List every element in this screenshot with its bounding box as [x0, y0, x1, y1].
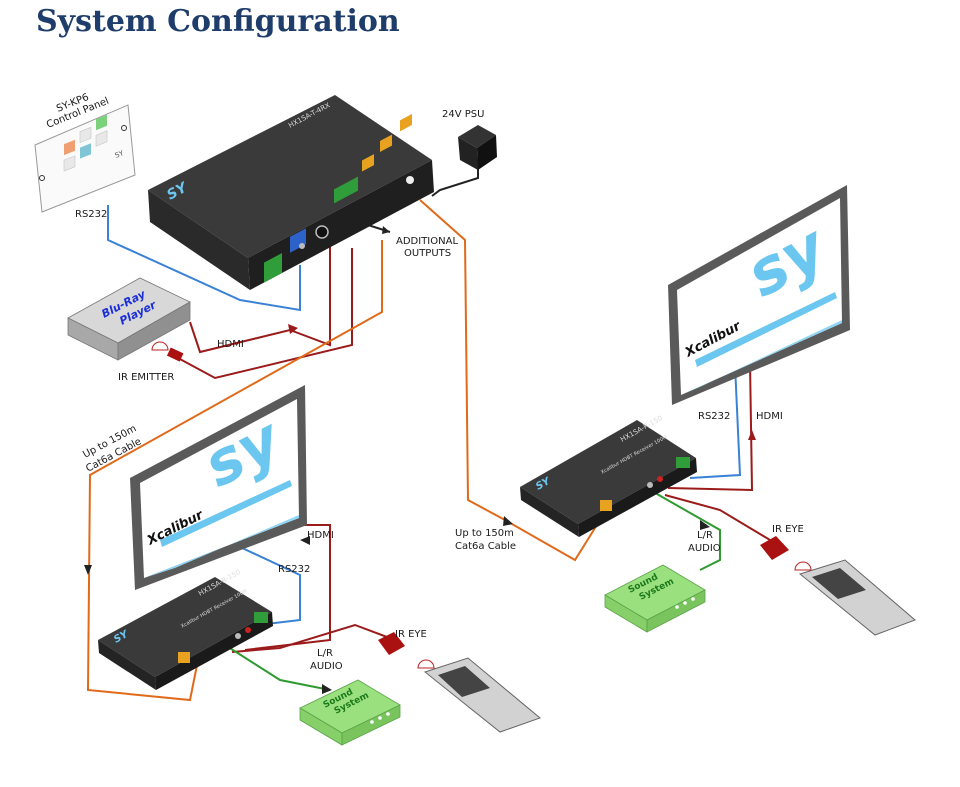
ir-eye-left-label: IR EYE — [395, 629, 427, 640]
lr-left-label-2: AUDIO — [310, 661, 343, 672]
audio-cable-left — [224, 644, 331, 691]
psu-label: 24V PSU — [442, 109, 484, 120]
sound-system-icon-left — [299, 679, 401, 746]
remote-control-icon-left — [417, 657, 541, 733]
ir-eye-icon-right — [760, 536, 789, 560]
cat6a-cable-right — [419, 199, 601, 562]
arrow-cat6-left — [84, 565, 92, 575]
rs232-left-label: RS232 — [278, 564, 310, 575]
hdbt-receiver-icon-left — [98, 577, 273, 690]
hdmi-bluray-label: HDMI — [217, 339, 244, 350]
sound-system-icon-right — [604, 564, 706, 633]
arrow-audio-left — [322, 684, 332, 694]
arrow-hdmi-right — [748, 430, 756, 440]
cat6a-cable-left — [86, 240, 383, 702]
ir-eye-right-label: IR EYE — [772, 524, 804, 535]
rs232-top-label: RS232 — [75, 209, 107, 220]
power-supply-icon — [458, 125, 497, 170]
cable-right-label-1: Up to 150m — [455, 528, 514, 539]
control-panel-sy: SY — [114, 149, 126, 160]
arrow-audio-right — [700, 520, 710, 530]
lr-right-label-1: L/R — [697, 530, 713, 541]
ir-emitter-label: IR EMITTER — [118, 372, 174, 383]
rs232-right-label: RS232 — [698, 411, 730, 422]
ir-emitter-icon — [151, 341, 184, 362]
ir-eye-cable-left — [231, 623, 396, 653]
rs232-cable-left — [224, 539, 301, 626]
lr-left-label-1: L/R — [317, 648, 333, 659]
additional-outputs-label-1: ADDITIONAL — [396, 236, 458, 247]
ir-eye-cable-right — [664, 494, 771, 541]
audio-cable-right — [649, 489, 721, 571]
rs232-cable-right — [689, 364, 742, 479]
tv-display-icon-right — [668, 185, 850, 405]
tv-display-icon-left — [130, 385, 307, 590]
arrow-cat6-right — [503, 516, 513, 526]
hdmi-left-label: HDMI — [307, 530, 334, 541]
remote-control-icon-right — [794, 559, 916, 636]
additional-outputs-label-2: OUTPUTS — [404, 248, 451, 259]
rs232-cable-control-panel — [107, 205, 301, 312]
ir-emitter-cable — [177, 248, 353, 380]
matrix-transmitter-icon — [148, 95, 434, 290]
bluray-player-icon — [67, 277, 191, 361]
lr-right-label-2: AUDIO — [688, 543, 721, 554]
hdbt-receiver-icon-right — [520, 420, 697, 537]
hdmi-right-label: HDMI — [756, 411, 783, 422]
control-panel-icon — [34, 104, 136, 213]
additional-outputs-arrowhead — [382, 226, 390, 234]
arrow-hdmi-left — [300, 536, 310, 545]
hdmi-cable-right — [667, 361, 754, 492]
page-title: System Configuration — [36, 4, 400, 39]
ir-eye-icon-left — [378, 632, 405, 655]
arrow-hdmi-bluray — [288, 324, 298, 334]
cable-right-label-2: Cat6a Cable — [455, 541, 516, 552]
